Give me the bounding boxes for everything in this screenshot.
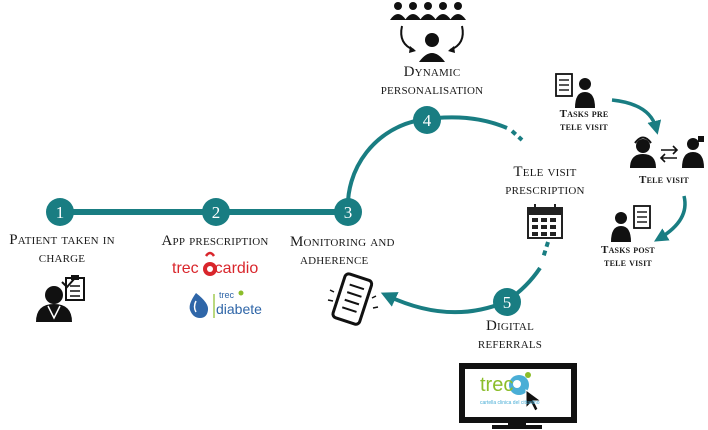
step-marker-3: 3 [334,198,362,226]
loop-arc-upper [345,115,508,213]
tasks-pre-line1: Tasks pre [559,108,609,120]
tele-visit-text: Tele visit [639,174,689,186]
treccardio-logo-right: cardio [214,260,259,277]
televisit-label-line1: Tele visit [513,164,577,180]
exchange-arrows-icon [659,145,679,163]
step-3-label: Monitoring and adherence [290,233,430,270]
step-1-label: Patient taken in charge [0,231,128,268]
trecdiabete-logo-bottom: diabete [216,301,262,317]
trecdiabete-drop-icon [189,290,244,318]
step-3-label-line2: adherence [300,252,369,269]
step-5-label: Digital referrals [460,317,560,354]
tasks-post-line1: Tasks post [601,244,655,256]
trecdiabete-logo-top: trec [219,290,235,300]
person-icon [611,212,631,242]
loop-arc-lower [380,266,542,315]
televisit-label-line2: prescription [505,182,585,199]
group-of-people-icon [390,2,466,62]
monitor-icon [459,363,577,429]
tasks-post-line2: tele visit [604,257,652,270]
tasks-pre-checklist-icon [555,73,573,97]
step-marker-1: 1 [46,198,74,226]
step-5-label-line2: referrals [477,336,543,353]
patient-icon [682,136,704,168]
tasks-pre-line2: tele visit [560,121,608,134]
step-1-label-line1: Patient taken in [9,232,115,248]
step-number: 4 [423,111,432,130]
tasks-pre-label: Tasks pre tele visit [544,108,624,135]
step-3-label-line1: Monitoring and [290,234,395,250]
televisit-prescription-label: Tele visit prescription [485,163,605,200]
treccardio-heart-icon [203,251,217,276]
step-4-label: Dynamic personalisation [362,63,502,100]
step-number: 5 [503,293,512,312]
headset-doctor-icon [630,136,656,168]
step-number: 1 [56,203,65,222]
step-5-label-line1: Digital [485,318,534,334]
loop-arc-upper-dash [510,129,524,142]
step-marker-2: 2 [202,198,230,226]
tasks-post-checklist-icon [633,205,651,229]
monitor-caption: cartella clinica del cittadino [480,400,540,406]
clipboard-icon [61,275,85,301]
step-marker-5: 5 [493,288,521,316]
calendar-icon [527,204,563,239]
monitor-logo: trec [480,374,514,396]
step-marker-4: 4 [413,106,441,134]
tele-visit-label: Tele visit [626,174,702,187]
step-number: 3 [344,203,353,222]
loop-arc-lower-dash [541,241,550,259]
person-icon [575,78,595,108]
tasks-post-label: Tasks post tele visit [586,244,670,271]
treccardio-logo-left: trec [172,260,199,277]
step-number: 2 [212,203,221,222]
doctor-icon [36,286,72,322]
step-2-label-line1: App prescription [161,233,269,249]
step-4-label-line1: Dynamic [403,64,461,80]
motion-ticks [327,289,379,309]
step-2-label: App prescription [140,232,290,250]
treccardio-logo: trec cardio [172,260,258,278]
step-4-label-line2: personalisation [380,82,484,99]
cursor-icon [525,389,543,412]
smartphone-checklist-icon [331,272,374,326]
step-1-label-line2: charge [38,250,86,267]
cycle-arrow-2 [653,195,687,242]
cycle-arrow-1 [611,98,662,135]
